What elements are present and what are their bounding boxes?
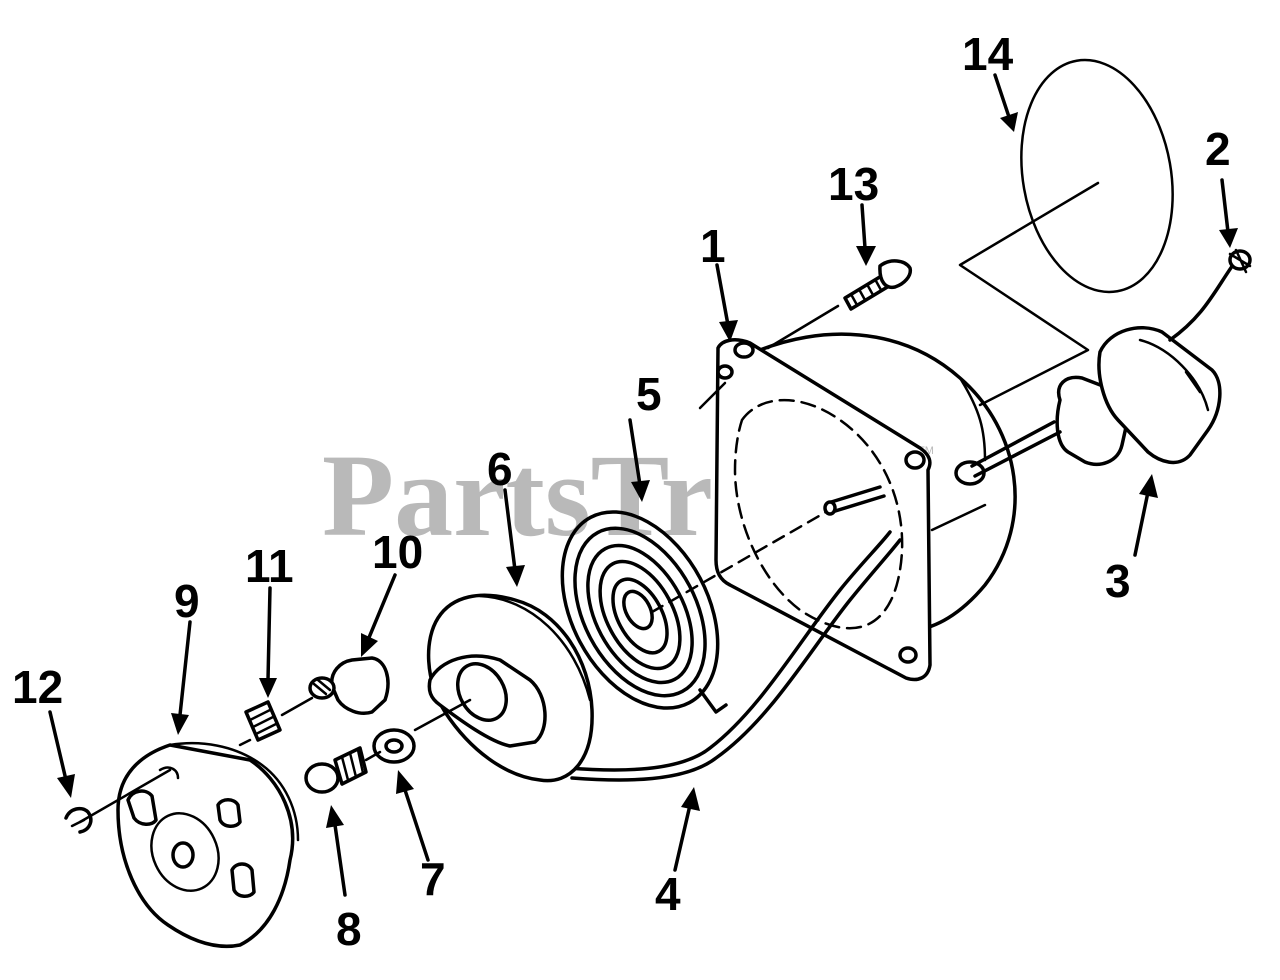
callout-5: 5 [636,368,662,420]
part-7-washer [372,728,416,764]
callout-14: 14 [962,28,1014,80]
callout-6: 6 [487,443,513,495]
part-2-rope-knot [1228,248,1252,274]
callout-9: 9 [174,575,200,627]
part-12-retaining-clip [64,806,93,834]
callout-4: 4 [655,868,681,920]
callout-13: 13 [828,158,879,210]
callout-2: 2 [1205,123,1231,175]
part-5-recoil-spring [560,510,828,714]
part-6-pulley [413,593,594,783]
part-11-spring [238,700,282,747]
callout-10: 10 [372,526,423,578]
part-14-cover-disc [958,58,1174,407]
callout-8: 8 [336,903,362,955]
part-3-rope-handle [970,260,1237,478]
leader-lines [48,73,1238,897]
callout-12: 12 [12,661,63,713]
callout-3: 3 [1105,555,1131,607]
callout-7: 7 [420,853,446,905]
callout-11: 11 [245,540,294,592]
callout-labels: 14 2 13 1 5 6 3 10 11 9 12 7 4 8 [12,28,1231,955]
part-1-starter-housing [714,332,1017,682]
part-10-pawl [280,656,390,717]
callout-1: 1 [700,220,726,272]
part-9-cover-plate [78,741,300,948]
part-13-bolt [766,259,913,350]
part-4-starter-rope [566,530,902,782]
part-8-screw [304,746,382,794]
